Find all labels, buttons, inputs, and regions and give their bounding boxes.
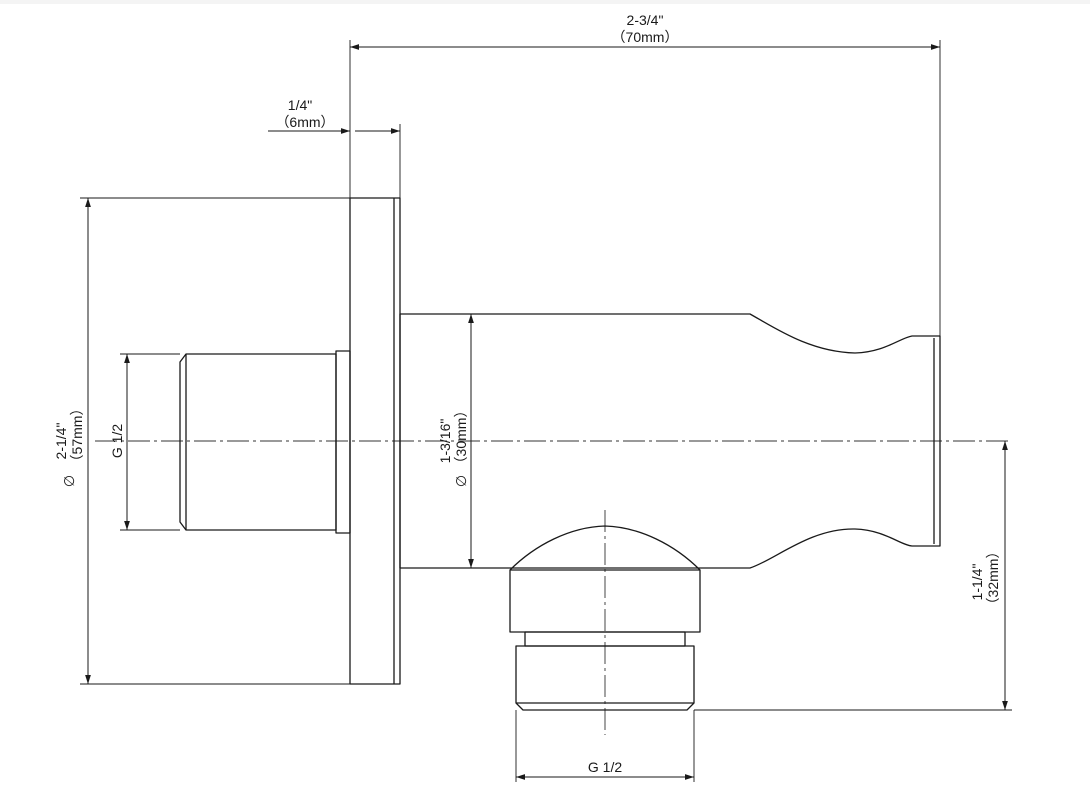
holder-body bbox=[399, 313, 941, 569]
flange-thickness-imperial: 1/4" bbox=[288, 97, 312, 113]
flange-diameter-metric: （57mm） bbox=[69, 402, 85, 469]
body-diameter-metric: （30mm） bbox=[453, 404, 469, 471]
outlet-height-metric: （32mm） bbox=[985, 545, 1001, 612]
flange-thickness-metric: （6mm） bbox=[275, 114, 334, 130]
overall-length-metric: （70mm） bbox=[612, 29, 679, 45]
outlet-thread-label: G 1/2 bbox=[588, 759, 622, 775]
inlet-thread-shoulder bbox=[335, 350, 351, 534]
outlet-dome bbox=[509, 525, 701, 571]
flange-diameter-imperial: 2-1/4" bbox=[53, 423, 69, 460]
outlet-height-imperial: 1-1/4" bbox=[969, 564, 985, 601]
flange-diameter-symbol: ∅ bbox=[61, 475, 77, 487]
top-band bbox=[0, 0, 1090, 4]
body-diameter-symbol: ∅ bbox=[453, 475, 469, 487]
inlet-thread-label: G 1/2 bbox=[109, 424, 125, 458]
overall-length-imperial: 2-3/4" bbox=[627, 12, 664, 28]
body-diameter-imperial: 1-3/16" bbox=[437, 419, 453, 464]
inlet-thread bbox=[179, 353, 337, 531]
